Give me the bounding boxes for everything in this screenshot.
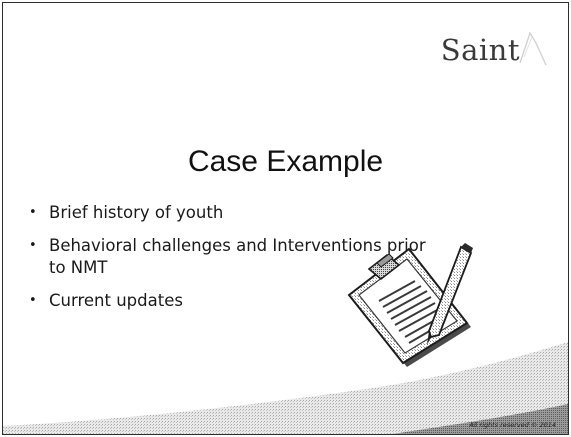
bullet-text: Behavioral challenges and Interventions … bbox=[49, 235, 426, 278]
clipboard-with-pen-icon bbox=[347, 243, 473, 367]
bullet-item: • Behavioral challenges and Intervention… bbox=[27, 235, 427, 280]
bullet-dot-icon: • bbox=[29, 205, 37, 220]
bullet-dot-icon: • bbox=[29, 237, 37, 253]
logo-text: Saint bbox=[440, 33, 520, 67]
bullet-list: • Brief history of youth • Behavioral ch… bbox=[27, 202, 427, 322]
bullet-text: Current updates bbox=[49, 290, 183, 310]
copyright-text: All rights reserved © 2014 bbox=[469, 421, 556, 429]
bullet-item: • Current updates bbox=[27, 290, 427, 313]
bullet-item: • Brief history of youth bbox=[27, 202, 427, 225]
bullet-dot-icon: • bbox=[29, 292, 37, 308]
slide-title: Case Example bbox=[187, 145, 384, 178]
bullet-text: Brief history of youth bbox=[49, 203, 224, 222]
footer-wave bbox=[3, 342, 568, 434]
logo-mark-icon bbox=[519, 31, 547, 66]
logo: Saint bbox=[432, 27, 552, 77]
